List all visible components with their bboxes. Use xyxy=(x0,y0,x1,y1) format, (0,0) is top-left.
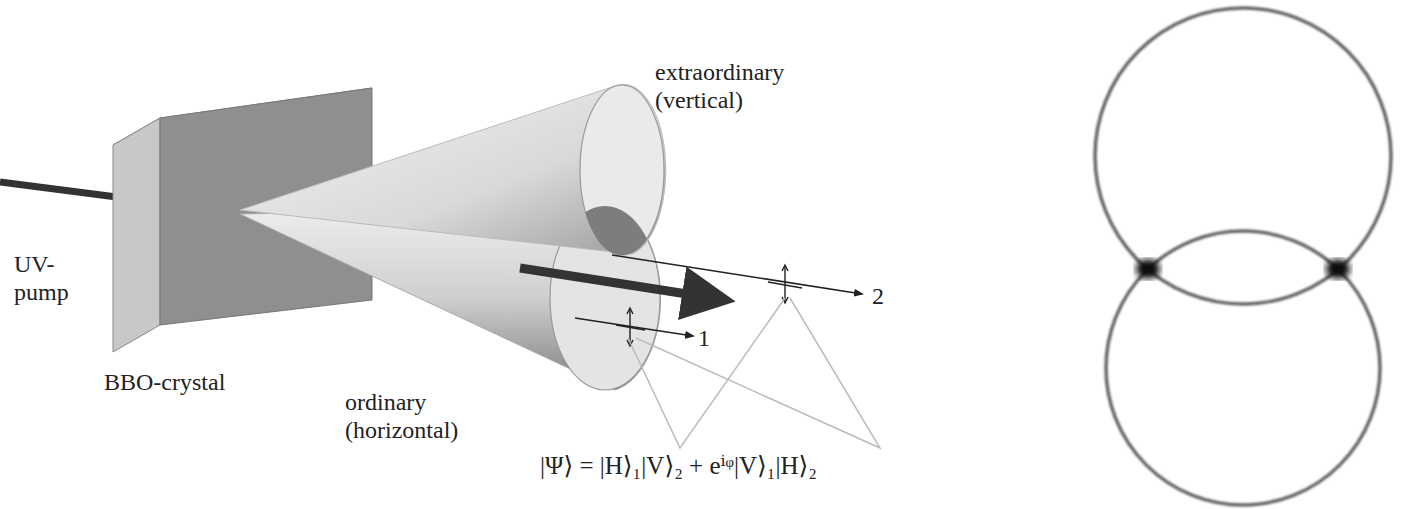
crystal-label: BBO-crystal xyxy=(104,368,225,396)
beam-label: UV- pump xyxy=(14,250,76,306)
beam-2 xyxy=(612,255,862,294)
cone-label: ordinary (horizontal) xyxy=(345,388,495,444)
beam-1 xyxy=(575,318,693,336)
pump-arrow xyxy=(520,268,700,296)
leader-lines xyxy=(628,298,880,448)
ring-pattern xyxy=(1095,8,1391,505)
beam-number: 2 xyxy=(872,282,884,310)
state-formula: |Ψ⟩ = |H⟩₁|V⟩₂ + eⁱᵠ|V⟩₁|H⟩₂ xyxy=(540,452,817,480)
beam-number: 1 xyxy=(698,324,710,352)
extraordinary-cone xyxy=(240,84,666,390)
cone-label: extraordinary (vertical) xyxy=(655,58,830,114)
